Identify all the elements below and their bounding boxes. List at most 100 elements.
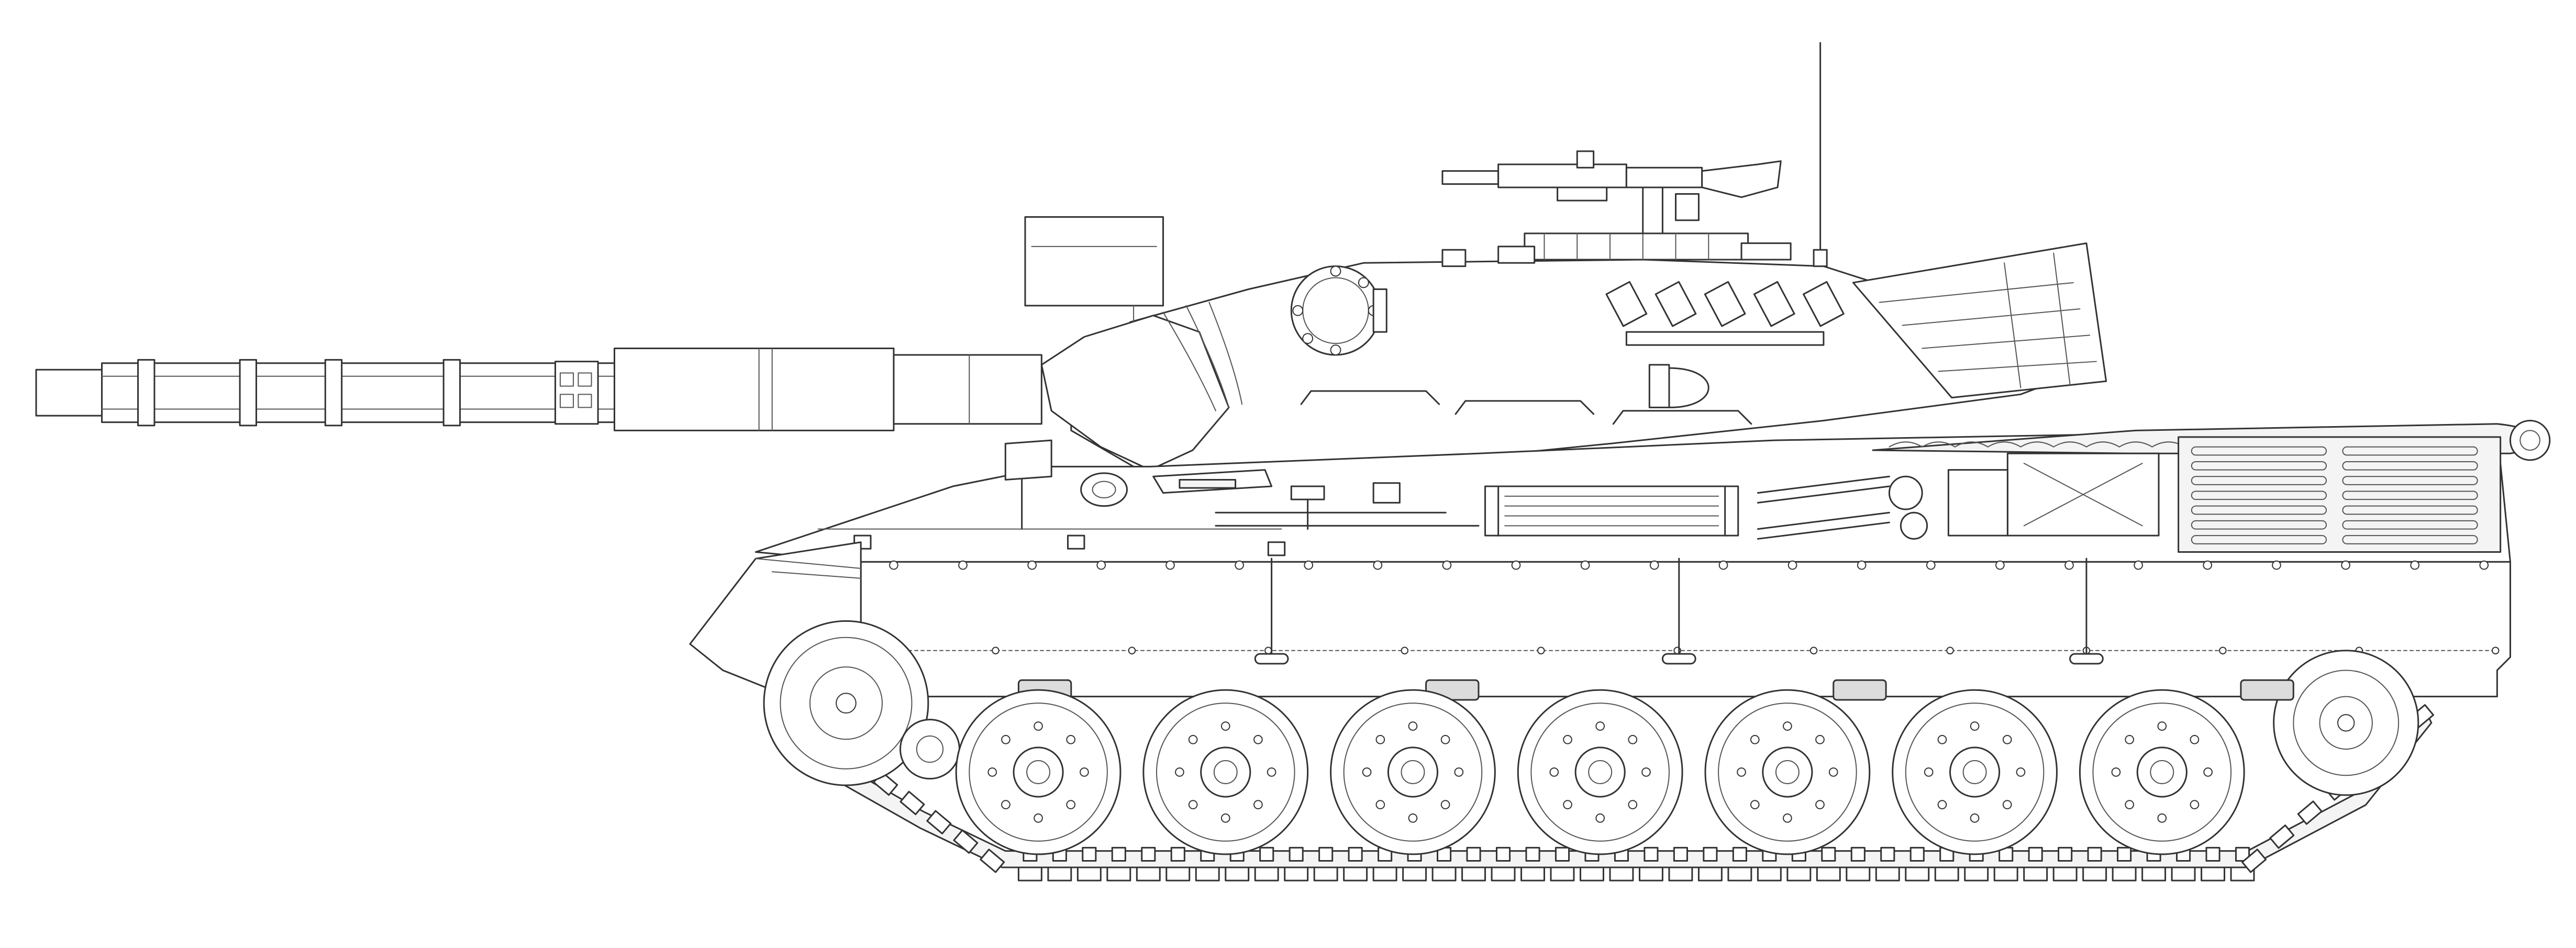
road-wheel-bolt <box>1002 735 1010 744</box>
track-guide-tooth <box>1260 847 1273 861</box>
track-guide-tooth <box>1290 847 1303 861</box>
track-guide-tooth <box>1733 847 1746 861</box>
gun-barrel <box>102 363 615 422</box>
rod-shackle <box>1255 654 1288 664</box>
road-wheel-hub <box>1763 748 1812 797</box>
track-guide-tooth <box>1526 847 1539 861</box>
track-shoe <box>1226 867 1249 880</box>
skirt-hole <box>1538 648 1545 654</box>
skirt-bolt <box>2134 561 2142 570</box>
road-wheel-bolt <box>1938 800 1947 809</box>
road-wheel-hub <box>1014 748 1063 797</box>
skirt-bolt <box>2272 561 2281 570</box>
turret <box>1025 43 2106 470</box>
track-shoe <box>1669 867 1692 880</box>
track-shoe <box>981 850 1004 872</box>
track-guide-tooth <box>1674 847 1687 861</box>
grille-slat <box>2192 462 2326 470</box>
track-guide-tooth <box>1112 847 1125 861</box>
track-shoe <box>1137 867 1160 880</box>
track-shoe <box>927 811 951 833</box>
bore-evacuator <box>894 355 1041 424</box>
road-wheel-cap <box>1963 761 1986 784</box>
stowage-boxes <box>1485 453 2159 536</box>
track-shoe <box>1078 867 1101 880</box>
pioneer-tools <box>1153 470 1479 529</box>
barrel-clamps <box>138 360 460 426</box>
track-shoe <box>1018 867 1041 880</box>
track-shoe <box>1167 867 1190 880</box>
grille-slat <box>2342 476 2477 485</box>
road-wheel-bolt <box>1363 768 1371 776</box>
skirt-hole <box>1947 648 1953 654</box>
road-wheel-bolt <box>1189 800 1197 809</box>
road-wheel-bolt <box>1628 735 1637 744</box>
turret-hook <box>1649 365 1708 408</box>
track-shoe <box>1906 867 1929 880</box>
road-wheel-cap <box>1776 761 1799 784</box>
road-wheel-rim <box>1344 703 1482 841</box>
main-gun <box>36 348 1041 430</box>
road-wheel-hub <box>1388 748 1437 797</box>
track-shoe <box>1728 867 1751 880</box>
skirt-bolt <box>2203 561 2212 570</box>
track-shoe <box>1817 867 1840 880</box>
gun-mantlet <box>1041 316 1229 470</box>
track-shoe <box>2142 867 2166 880</box>
road-wheel-bolt <box>1222 722 1230 730</box>
road-wheel-bolt <box>1409 722 1417 730</box>
driver-periscope <box>1005 440 1127 529</box>
road-wheel-bolt <box>2158 814 2166 822</box>
road-wheel-bolt <box>1925 768 1933 776</box>
road-wheel-bolt <box>1002 800 1010 809</box>
track-shoe <box>1876 867 1899 880</box>
grille-slat <box>2342 491 2477 499</box>
track-shoe <box>1935 867 1958 880</box>
road-wheel-bolt <box>1441 800 1450 809</box>
skirt-hole <box>1811 648 1817 654</box>
track-guide-tooth <box>1851 847 1864 861</box>
road-wheel-bolt <box>1441 735 1450 744</box>
skirt-bolt <box>1097 561 1105 570</box>
grille-slat <box>2342 506 2477 515</box>
turret-handrails <box>1301 391 1751 424</box>
road-wheel-bolt <box>1596 814 1604 822</box>
skirt-bolt <box>1373 561 1382 570</box>
grille-slat <box>2342 447 2477 455</box>
skirt-bolt <box>959 561 967 570</box>
road-wheel-hub <box>1201 748 1250 797</box>
track-shoe <box>954 830 978 853</box>
skirt-hole <box>1402 648 1408 654</box>
track-shoe <box>2024 867 2047 880</box>
track-shoe <box>1462 867 1485 880</box>
return-rollers <box>1018 680 2293 700</box>
front-guide-roller <box>900 720 959 779</box>
skirt-bolt <box>2480 561 2488 570</box>
searchlight-box <box>1025 217 1163 322</box>
hull <box>690 421 2550 697</box>
track-shoe <box>1639 867 1662 880</box>
track-shoe <box>1965 867 1988 880</box>
track-shoe <box>1196 867 1219 880</box>
track-guide-tooth <box>1496 847 1509 861</box>
road-wheel-bolt <box>1628 800 1637 809</box>
road-wheel-bolt <box>1829 768 1838 776</box>
road-wheel-bolt <box>1454 768 1463 776</box>
road-wheel-bolt <box>2204 768 2212 776</box>
road-wheel-bolt <box>1737 768 1746 776</box>
road-wheel-bolt <box>1067 735 1075 744</box>
road-wheel-bolt <box>1751 735 1759 744</box>
return-roller <box>2241 680 2293 700</box>
track-shoe <box>1522 867 1545 880</box>
road-wheel-cap <box>1402 761 1425 784</box>
road-wheel <box>1893 690 2057 854</box>
grille-slats <box>2192 447 2478 544</box>
road-wheel-bolt <box>2003 800 2012 809</box>
road-wheel-bolt <box>1971 722 1979 730</box>
track-shoe <box>1581 867 1604 880</box>
track-guide-tooth <box>1911 847 1924 861</box>
road-wheel-hub <box>2137 748 2186 797</box>
road-wheel <box>956 690 1120 854</box>
track-shoe <box>1048 867 1071 880</box>
